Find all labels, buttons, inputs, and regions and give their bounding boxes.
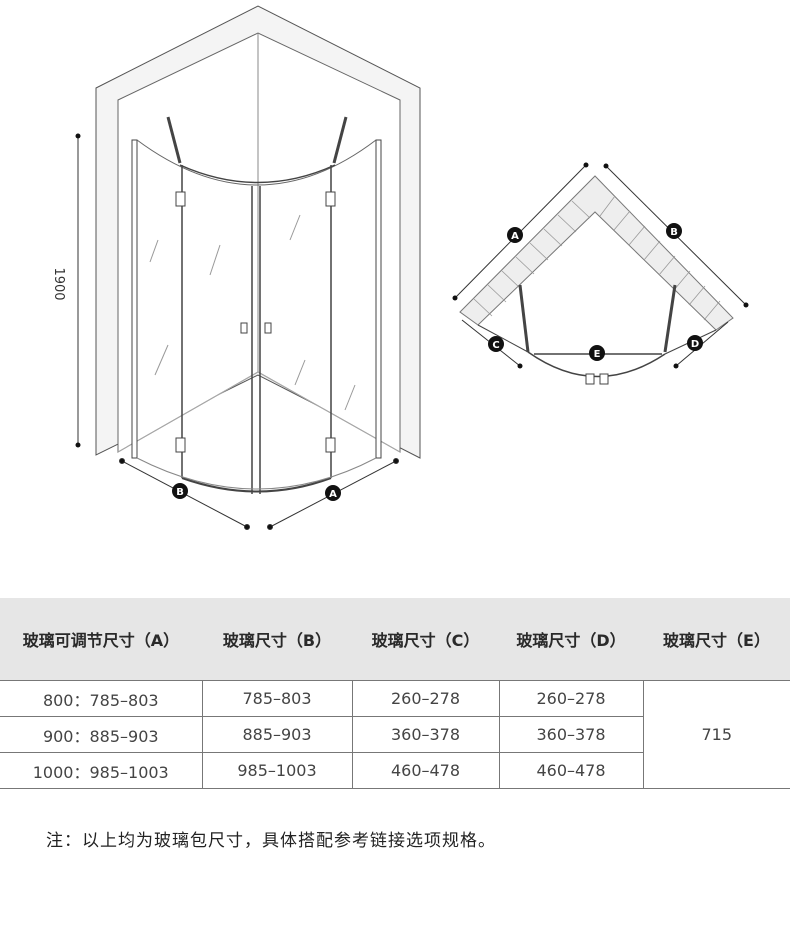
header-d: 玻璃尺寸（D） xyxy=(499,598,643,681)
height-dimension: 1900 xyxy=(51,133,81,448)
svg-text:A: A xyxy=(329,489,337,500)
svg-text:E: E xyxy=(594,349,601,360)
header-a: 玻璃可调节尺寸（A） xyxy=(0,598,202,681)
svg-text:B: B xyxy=(176,487,184,498)
table-header-row: 玻璃可调节尺寸（A） 玻璃尺寸（B） 玻璃尺寸（C） 玻璃尺寸（D） 玻璃尺寸（… xyxy=(0,598,790,681)
cell-c: 460–478 xyxy=(351,752,499,789)
cell-c: 360–378 xyxy=(351,716,499,753)
svg-text:D: D xyxy=(691,339,699,350)
cell-b: 985–1003 xyxy=(201,752,352,789)
plan-view xyxy=(452,162,749,385)
badge-e-plan: E xyxy=(589,345,605,361)
cell-b: 785–803 xyxy=(201,680,352,717)
cell-a: 800：785–803 xyxy=(0,680,202,717)
badge-b-plan: B xyxy=(666,223,682,239)
badge-d-plan: D xyxy=(687,335,703,351)
header-b: 玻璃尺寸（B） xyxy=(202,598,352,681)
size-spec-table: 玻璃可调节尺寸（A） 玻璃尺寸（B） 玻璃尺寸（C） 玻璃尺寸（D） 玻璃尺寸（… xyxy=(0,598,790,789)
cell-d: 460–478 xyxy=(498,752,643,789)
cell-d: 260–278 xyxy=(498,680,643,717)
cell-e: 715 xyxy=(642,680,790,789)
cell-d: 360–378 xyxy=(498,716,643,753)
badge-b-left: B xyxy=(172,483,188,499)
svg-text:C: C xyxy=(492,340,499,351)
table-row: 800：785–803 785–803 260–278 260–278 715 xyxy=(0,680,790,789)
cell-a: 900：885–903 xyxy=(0,716,202,753)
cell-a: 1000：985–1003 xyxy=(0,752,202,789)
cell-c: 260–278 xyxy=(351,680,499,717)
height-label: 1900 xyxy=(51,267,66,300)
footnote: 注：以上均为玻璃包尺寸，具体搭配参考链接选项规格。 xyxy=(46,831,496,851)
badge-a-left: A xyxy=(325,485,341,501)
svg-text:B: B xyxy=(670,227,678,238)
svg-text:A: A xyxy=(511,231,519,242)
table-row: 1000：985–1003 985–1003 460–478 460–478 xyxy=(0,752,790,789)
badge-a-plan: A xyxy=(507,227,523,243)
cell-b: 885–903 xyxy=(201,716,352,753)
enclosure-3d-view xyxy=(95,5,421,494)
table-row: 900：885–903 885–903 360–378 360–378 xyxy=(0,716,790,753)
badge-c-plan: C xyxy=(488,336,504,352)
header-c: 玻璃尺寸（C） xyxy=(352,598,499,681)
header-e: 玻璃尺寸（E） xyxy=(643,598,790,681)
